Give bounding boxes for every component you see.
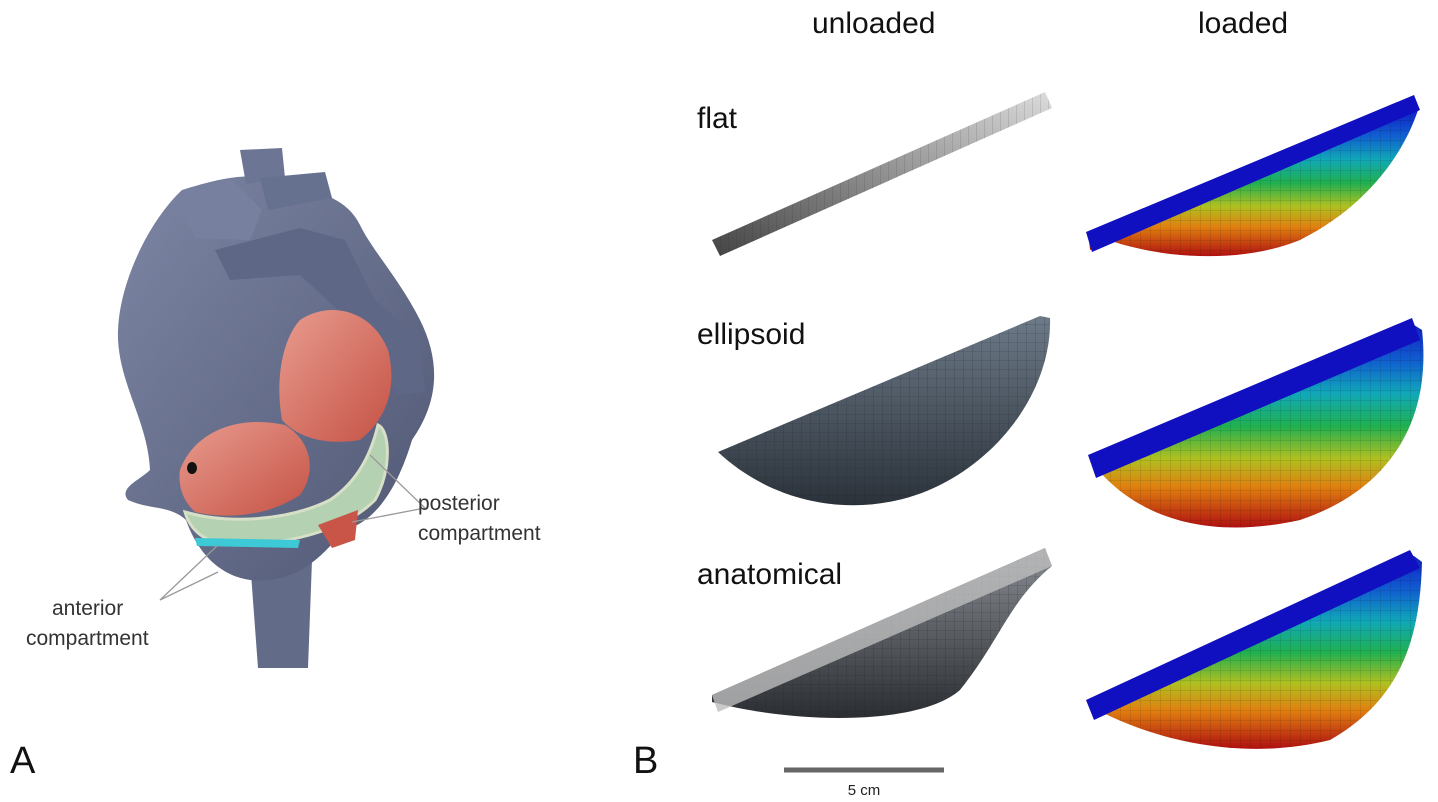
panel-b-letter: B (633, 740, 658, 782)
mesh-anatomical-loaded (1086, 550, 1422, 749)
label-anterior-line2: compartment (26, 627, 149, 650)
pelvis-illustration (118, 148, 434, 668)
scale-bar-label: 5 cm (848, 782, 881, 799)
column-header-unloaded: unloaded (812, 7, 935, 40)
panel-a-letter: A (10, 740, 36, 782)
row-label-anatomical: anatomical (697, 558, 842, 591)
column-header-loaded: loaded (1198, 7, 1288, 40)
mesh-flat-unloaded (712, 92, 1052, 256)
mesh-ellipsoid-loaded (1088, 318, 1423, 528)
row-label-flat: flat (697, 102, 738, 135)
label-posterior-line2: compartment (418, 522, 541, 545)
row-label-ellipsoid: ellipsoid (697, 318, 805, 351)
label-posterior-line1: posterior (418, 492, 500, 515)
label-anterior-line1: anterior (52, 597, 123, 620)
mesh-flat-loaded (1086, 95, 1420, 256)
